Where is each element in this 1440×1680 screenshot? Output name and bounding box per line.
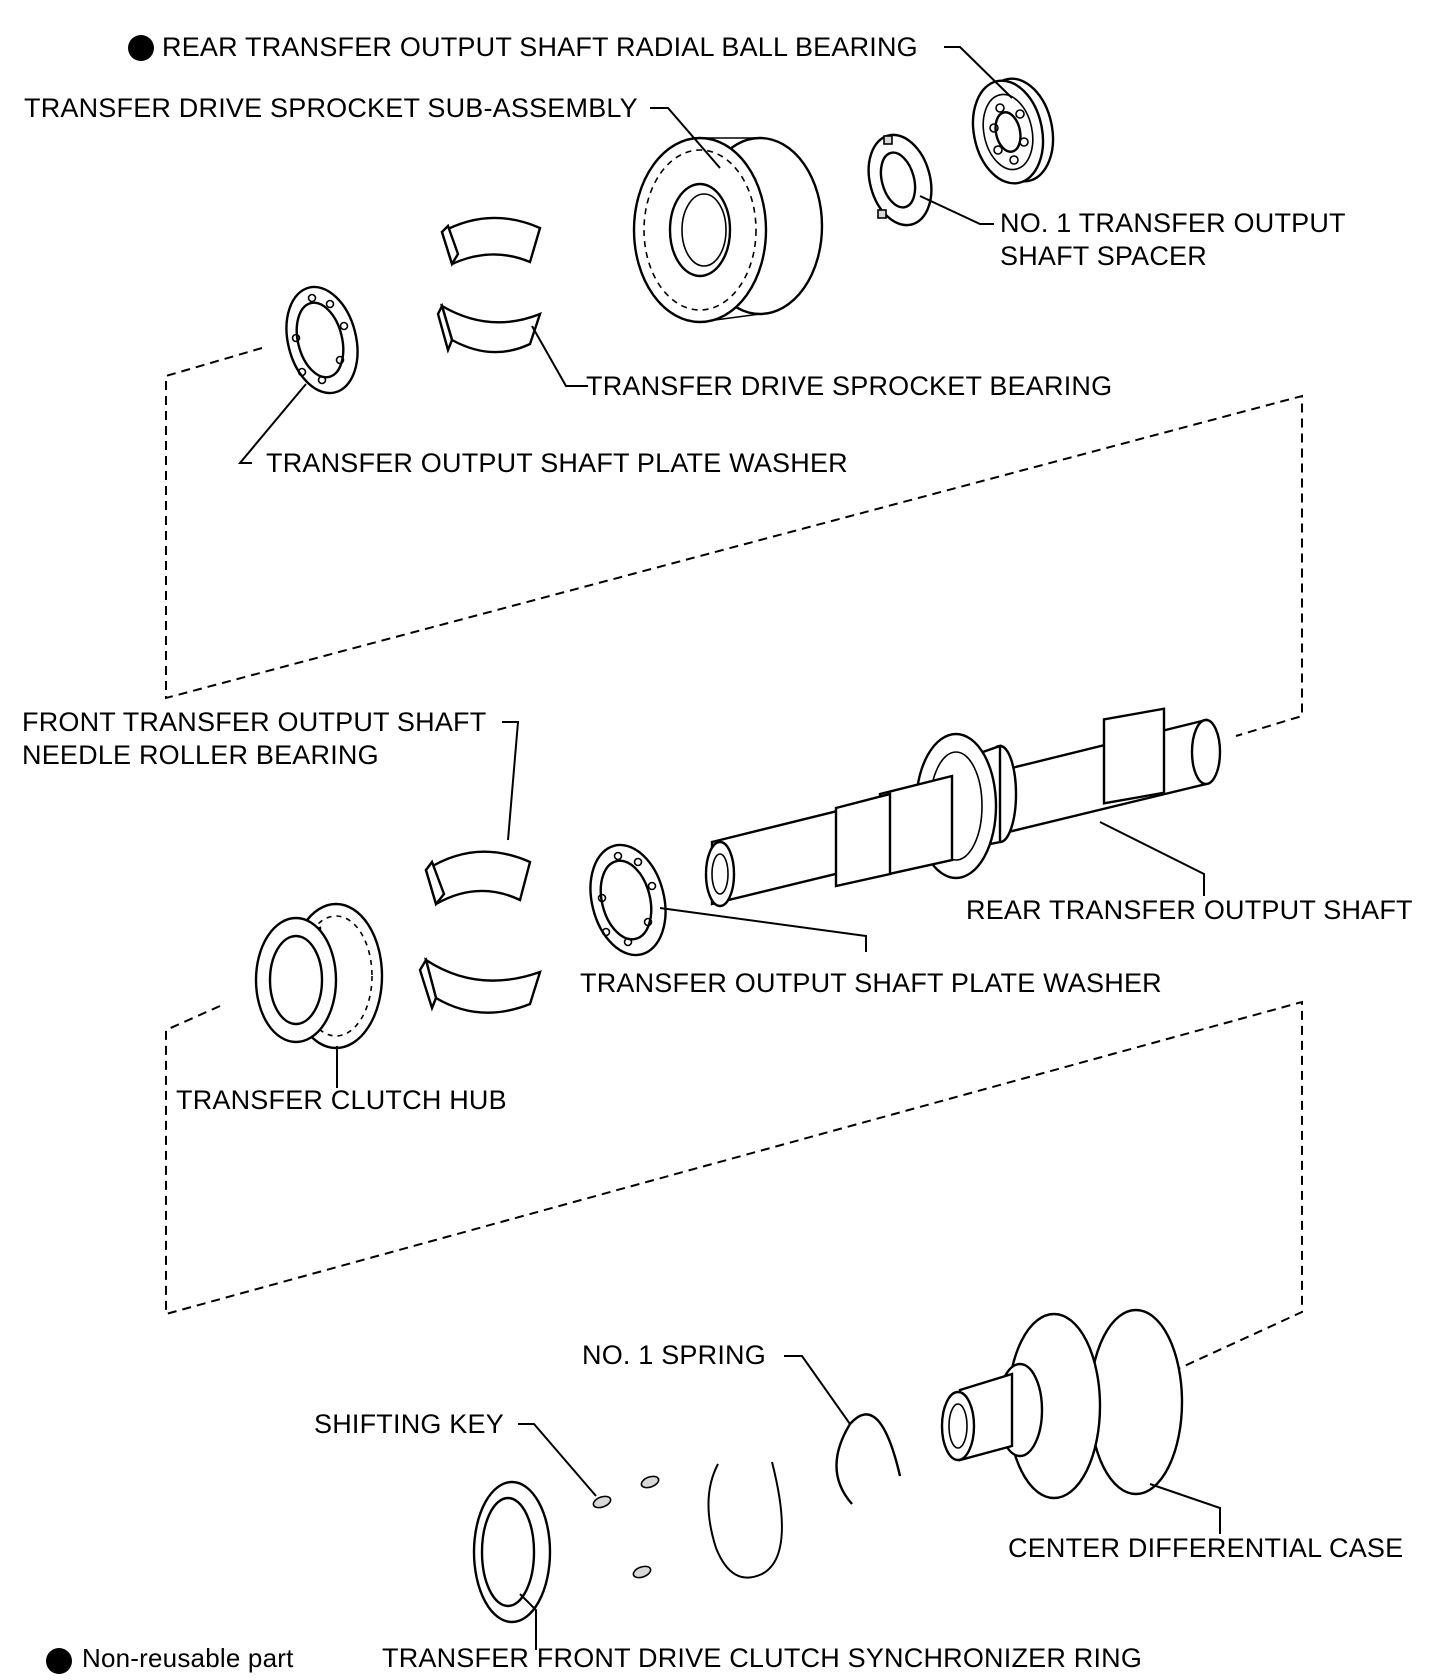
clutch-hub-part xyxy=(254,902,384,1050)
drive-sprocket-bearing-part xyxy=(436,216,542,354)
synchronizer-ring-part xyxy=(472,1480,552,1624)
shifting-key-parts xyxy=(592,1475,660,1579)
label-rear-output-shaft: REAR TRANSFER OUTPUT SHAFT xyxy=(966,895,1413,925)
center-diff-case-part xyxy=(940,1308,1184,1500)
label-no1-spacer-line1: NO. 1 TRANSFER OUTPUT xyxy=(1000,208,1346,238)
rear-radial-ball-bearing-part xyxy=(971,77,1055,185)
legend-non-reusable-dot xyxy=(46,1648,72,1674)
label-plate-washer-lower: TRANSFER OUTPUT SHAFT PLATE WASHER xyxy=(580,968,1162,998)
c-ring-part xyxy=(707,1461,783,1579)
label-center-diff-case: CENTER DIFFERENTIAL CASE xyxy=(1008,1533,1404,1563)
front-needle-roller-bearing-part xyxy=(418,850,542,1014)
leader-lines xyxy=(237,46,1221,1650)
label-clutch-hub: TRANSFER CLUTCH HUB xyxy=(176,1085,507,1115)
label-synchronizer-ring: TRANSFER FRONT DRIVE CLUTCH SYNCHRONIZER… xyxy=(382,1643,1143,1673)
label-no1-spring: NO. 1 SPRING xyxy=(582,1340,766,1370)
no1-spacer-part xyxy=(867,133,933,227)
assembly-guide-upper xyxy=(165,347,1303,737)
label-drive-sprocket-sub-assembly: TRANSFER DRIVE SPROCKET SUB-ASSEMBLY xyxy=(24,93,638,123)
label-no1-spacer-line2: SHAFT SPACER xyxy=(1000,241,1207,271)
plate-washer-upper-part xyxy=(285,285,359,395)
plate-washer-lower-part xyxy=(589,843,667,957)
label-shifting-key: SHIFTING KEY xyxy=(314,1409,504,1439)
drive-sprocket-part xyxy=(632,136,824,324)
label-front-needle-bearing-line1: FRONT TRANSFER OUTPUT SHAFT xyxy=(22,707,487,737)
rear-output-shaft-part xyxy=(704,707,1222,908)
no1-spring-part xyxy=(835,1413,902,1505)
label-front-needle-bearing-line2: NEEDLE ROLLER BEARING xyxy=(22,740,379,770)
label-drive-sprocket-bearing: TRANSFER DRIVE SPROCKET BEARING xyxy=(586,371,1113,401)
assembly-guide-lower xyxy=(165,1000,1303,1369)
non-reusable-marker xyxy=(128,35,154,61)
label-plate-washer-upper: TRANSFER OUTPUT SHAFT PLATE WASHER xyxy=(266,448,848,478)
label-rear-radial-ball-bearing: REAR TRANSFER OUTPUT SHAFT RADIAL BALL B… xyxy=(162,32,918,62)
legend-non-reusable-text: Non-reusable part xyxy=(82,1643,294,1673)
